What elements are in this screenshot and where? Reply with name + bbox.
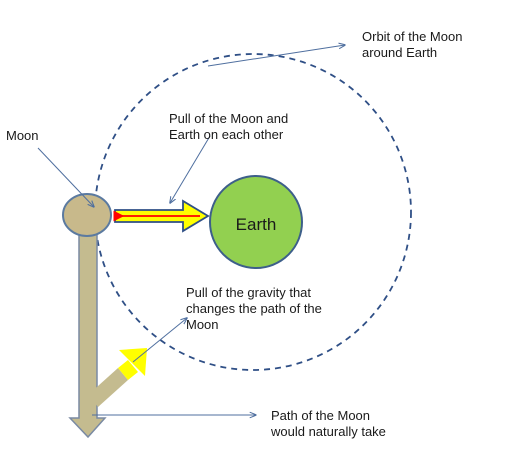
earth-label: Earth [235, 215, 277, 234]
mutual-pull-label: Pull of the Moon and Earth on each other [169, 111, 289, 142]
gravity-callout-line [132, 318, 187, 363]
earth-circle [209, 175, 303, 269]
moon-callout-line [37, 147, 94, 207]
natural-path-arrow [68, 219, 107, 439]
mutual-pull-callout-line [170, 135, 211, 203]
moon-label: Moon [6, 128, 39, 143]
gravity-pull-label: Pull of the gravity that changes the pat… [186, 285, 322, 332]
natural-path-label: Path of the Moon would naturally take [271, 408, 386, 439]
moon-circle [62, 193, 112, 237]
orbit-label: Orbit of the Moon around Earth [362, 29, 463, 60]
orbit-callout-line [207, 45, 345, 67]
